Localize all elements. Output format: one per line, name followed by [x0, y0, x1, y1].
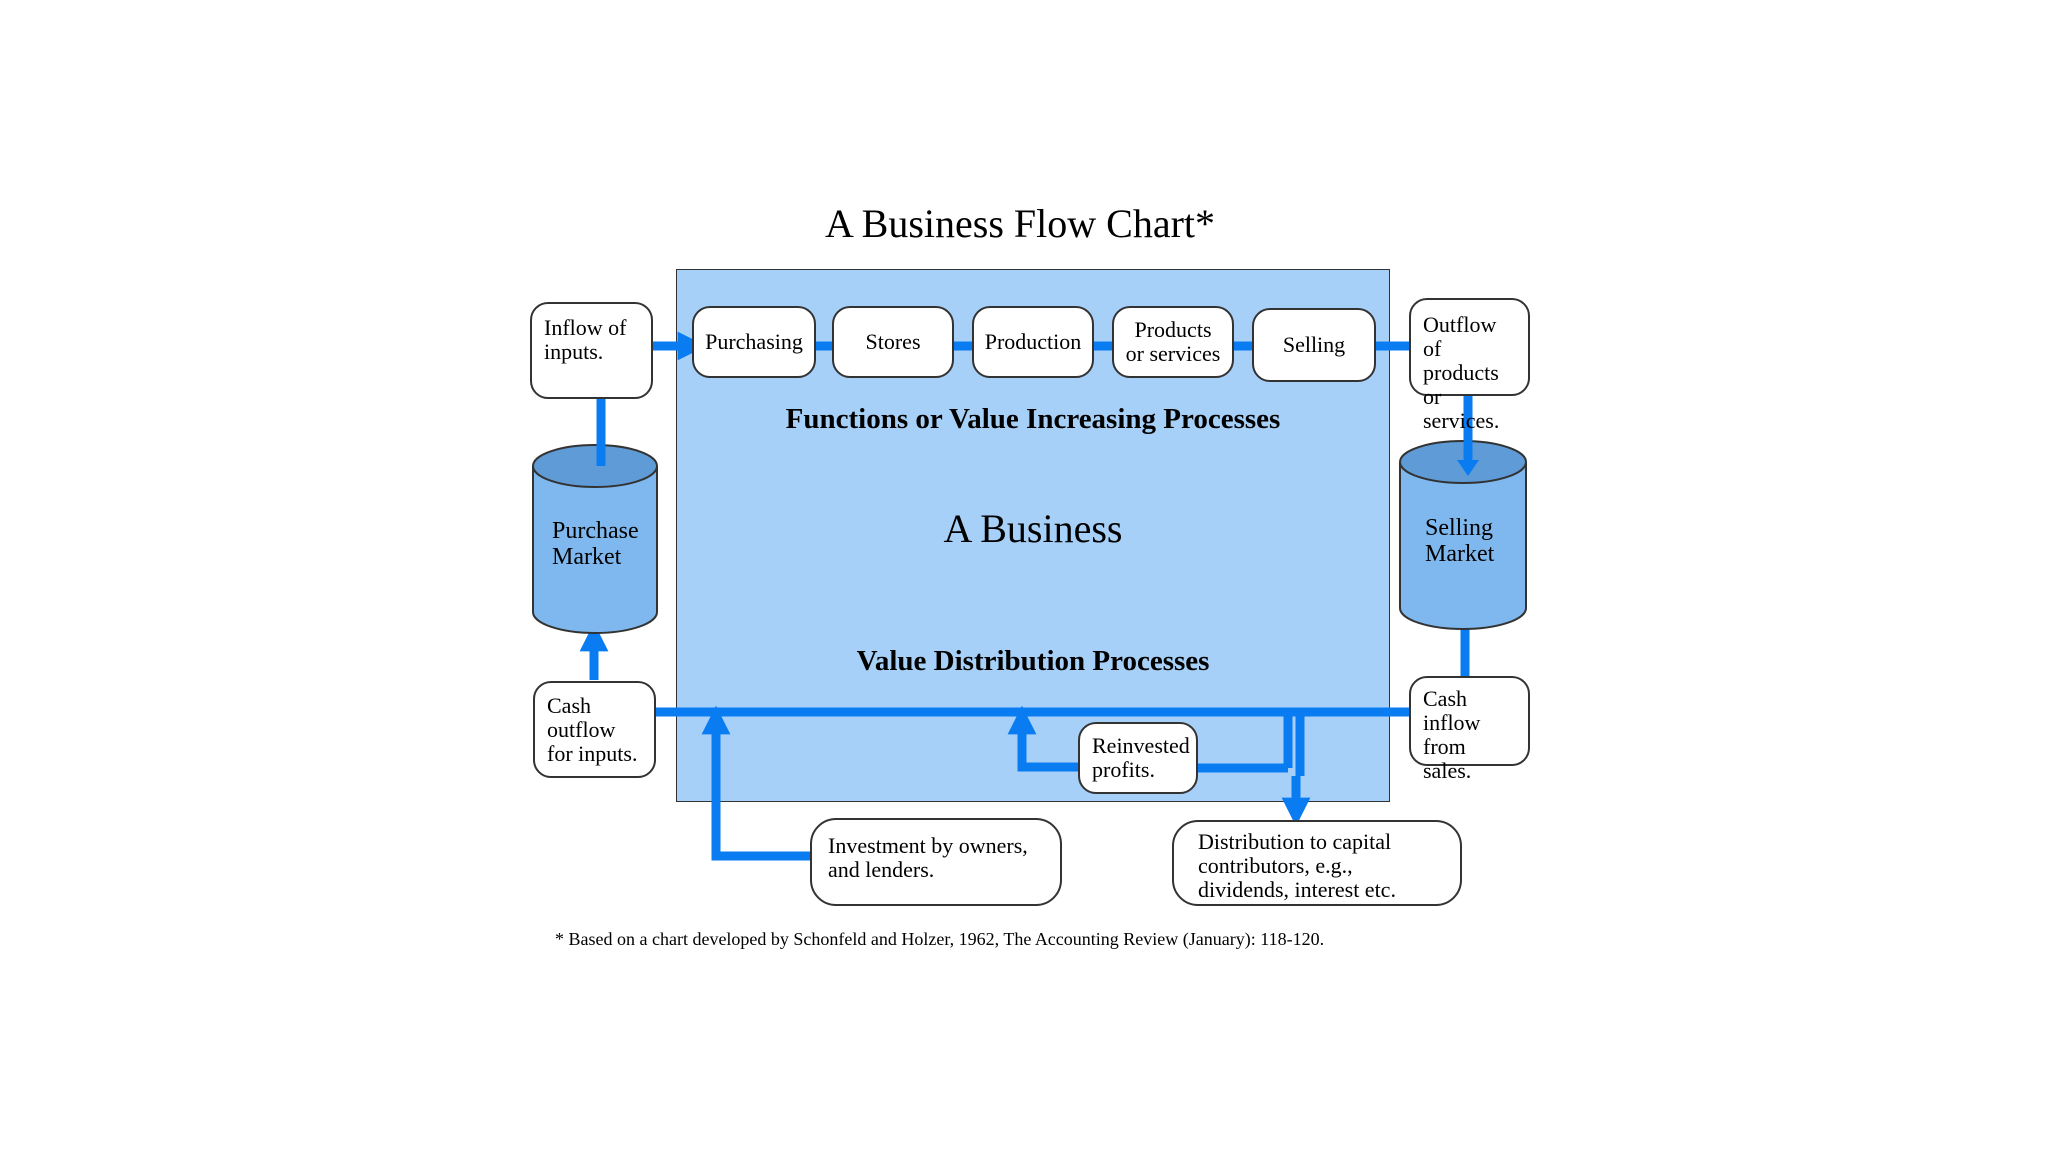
process-label: Products or services — [1125, 317, 1221, 366]
process-production: Production — [972, 306, 1094, 378]
node-investment-by-owners: Investment by owners, and lenders. — [810, 818, 1062, 906]
arrow-investment-to-cash — [701, 705, 811, 861]
node-cash-outflow: Cash outflow for inputs. — [533, 681, 656, 778]
node-cash-inflow: Cash inflow from sales. — [1409, 676, 1530, 783]
purchase-market-cylinder — [532, 400, 658, 634]
selling-market-cylinder — [1399, 395, 1527, 630]
page-title: A Business Flow Chart* — [824, 201, 1216, 246]
purchase-market-label: Purchase Market — [552, 518, 639, 570]
footnote: * Based on a chart developed by Schonfel… — [555, 929, 1325, 949]
process-label: Production — [984, 329, 1082, 354]
selling-market-label: Selling Market — [1425, 515, 1495, 567]
business-name: A Business — [943, 506, 1123, 551]
process-purchasing: Purchasing — [692, 306, 816, 378]
process-label: Selling — [1282, 332, 1346, 357]
process-label: Stores — [865, 329, 921, 354]
node-inflow-of-inputs: Inflow of inputs. — [530, 302, 653, 399]
node-distribution-to-capital: Distribution to capital contributors, e.… — [1172, 820, 1462, 906]
process-stores: Stores — [832, 306, 954, 378]
process-products-or-services: Products or services — [1112, 306, 1234, 378]
node-reinvested-profits: Reinvested profits. — [1078, 722, 1198, 794]
node-outflow-of-products: Outflow of products or services. — [1409, 298, 1530, 433]
arrow-reinvested-to-cash — [1007, 705, 1078, 772]
process-label: Purchasing — [705, 329, 803, 354]
process-selling: Selling — [1252, 308, 1376, 382]
functions-heading: Functions or Value Increasing Processes — [785, 403, 1281, 435]
distribution-heading: Value Distribution Processes — [856, 645, 1210, 677]
